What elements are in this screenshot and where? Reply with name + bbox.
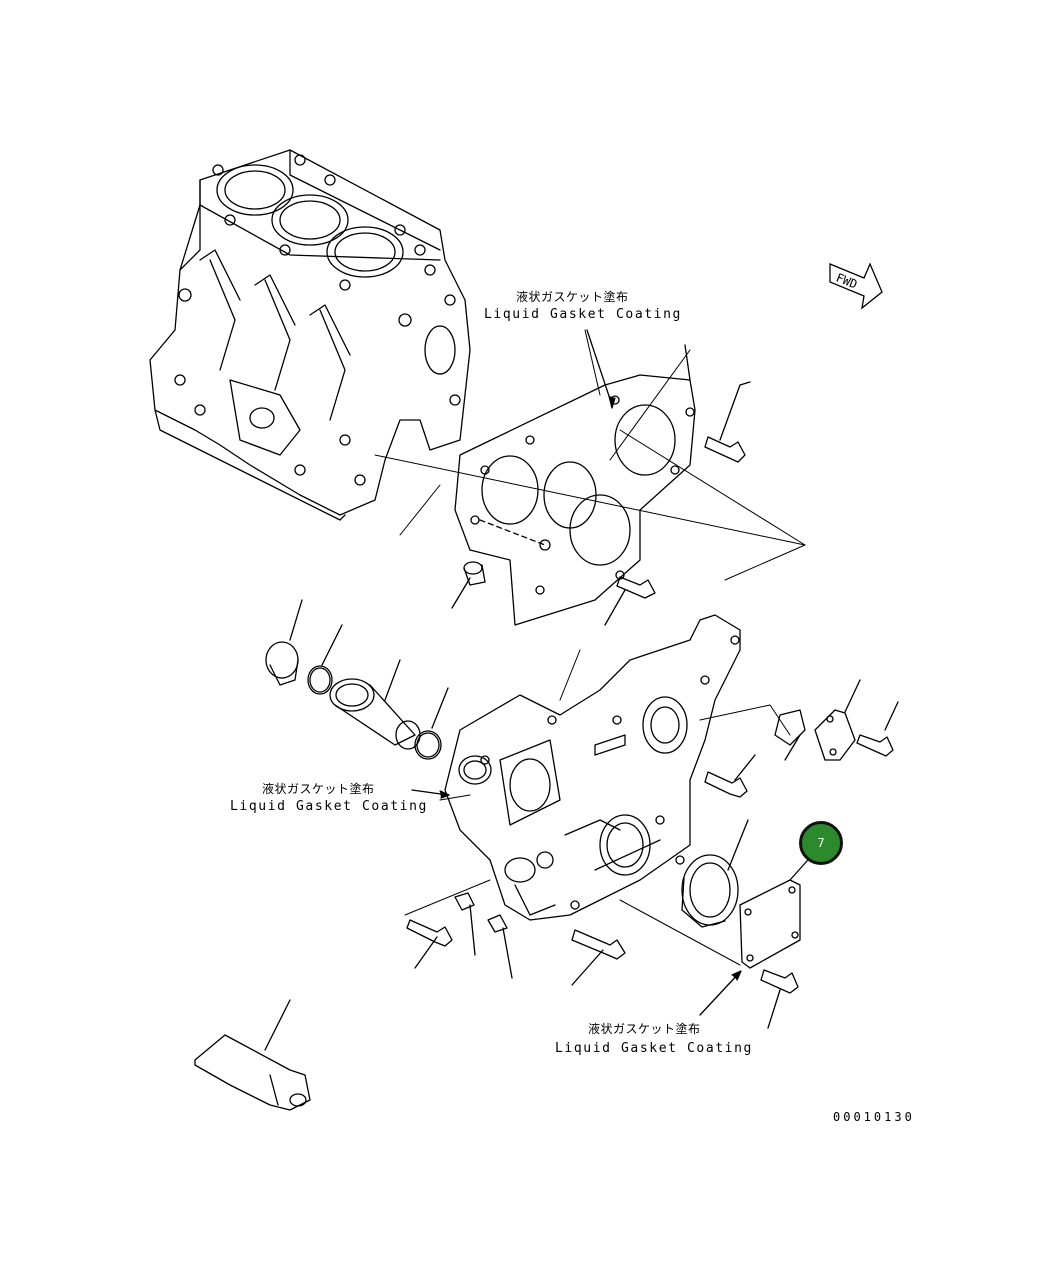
gear-case-bolts [406,754,756,986]
cover-plate [739,851,816,1029]
label-bottom-jp: 液状ガスケット塗布 [588,1022,701,1036]
small-cover-right [774,679,899,761]
drawing-number: 00010130 [833,1110,915,1124]
callout-number: 7 [817,836,825,850]
oil-seal [681,819,749,928]
gasket-tube [194,999,311,1111]
fwd-arrow-icon: FWD [829,262,883,310]
callout-badge-icon[interactable]: 7 [799,821,843,865]
label-bottom-en: Liquid Gasket Coating [555,1041,753,1056]
label-top-jp: 液状ガスケット塗布 [516,290,629,304]
plate-bolts [604,344,751,626]
leader-lines [374,329,806,966]
cylinder-block [149,149,471,521]
filler-cap-parts [265,599,449,760]
fwd-label: FWD [834,271,859,292]
front-plate [454,374,696,626]
label-middle-jp: 液状ガスケット塗布 [262,782,375,796]
label-middle-en: Liquid Gasket Coating [230,799,428,814]
dowel-pin [451,561,486,609]
gear-case [444,614,741,921]
label-arrows [411,329,742,1016]
label-top-en: Liquid Gasket Coating [484,307,682,322]
